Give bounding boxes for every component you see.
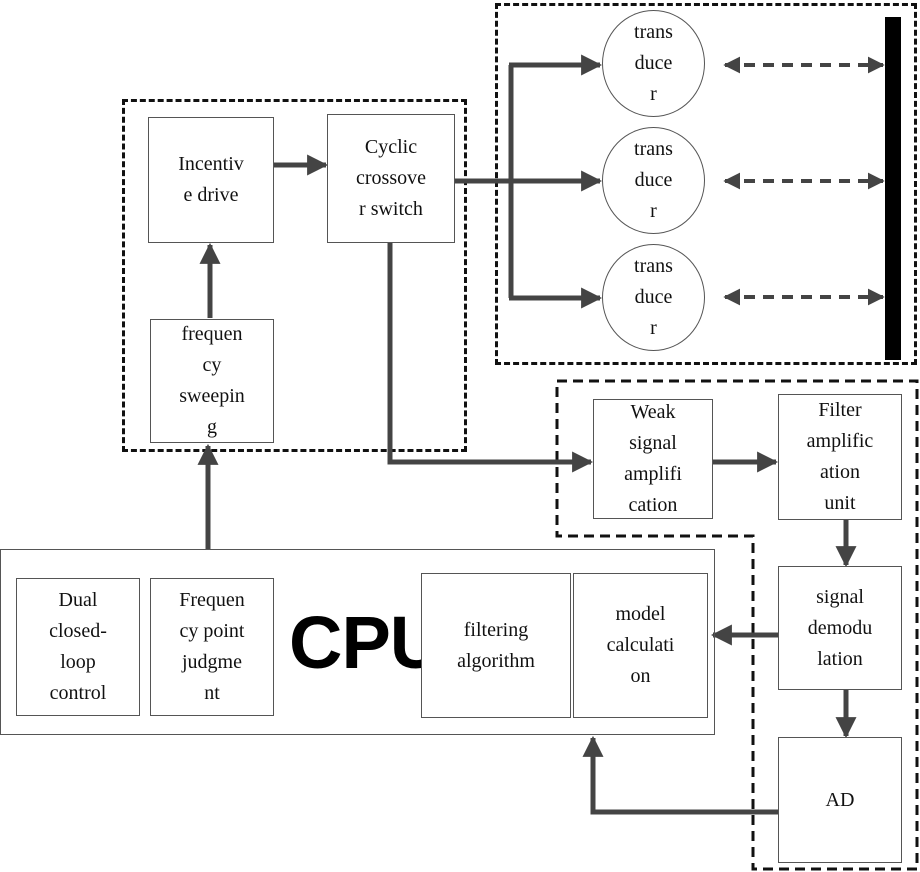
frequency-sweeping-block: frequen cy sweepin g — [150, 319, 274, 443]
frequency-point-judgment-block: Frequen cy point judgme nt — [150, 578, 274, 716]
filter-amplification-block: Filter amplific ation unit — [778, 394, 902, 520]
incentive-drive-block: Incentiv e drive — [148, 117, 274, 243]
signal-demodulation-block: signal demodu lation — [778, 566, 902, 690]
transducer-2: trans duce r — [602, 127, 705, 234]
weak-signal-amplification-block: Weak signal amplifi cation — [593, 399, 713, 519]
dual-closed-loop-control-block: Dual closed- loop control — [16, 578, 140, 716]
transducer-group — [495, 3, 917, 365]
arrow-switch-to-weak — [387, 243, 594, 473]
transducer-1: trans duce r — [602, 10, 705, 117]
transducer-3: trans duce r — [602, 244, 705, 351]
reflector-wall — [885, 17, 901, 360]
cpu-frame — [0, 549, 715, 735]
filtering-algorithm-block: filtering algorithm — [421, 573, 571, 718]
ad-converter-block: AD — [778, 737, 902, 863]
cpu-label: CPU — [289, 601, 443, 684]
model-calculation-block: model calculati on — [573, 573, 708, 718]
arrow-ad-to-cpu — [582, 735, 780, 815]
cyclic-crossover-switch-block: Cyclic crossove r switch — [327, 114, 455, 243]
receiver-group — [555, 379, 919, 871]
excitation-group — [122, 99, 467, 452]
